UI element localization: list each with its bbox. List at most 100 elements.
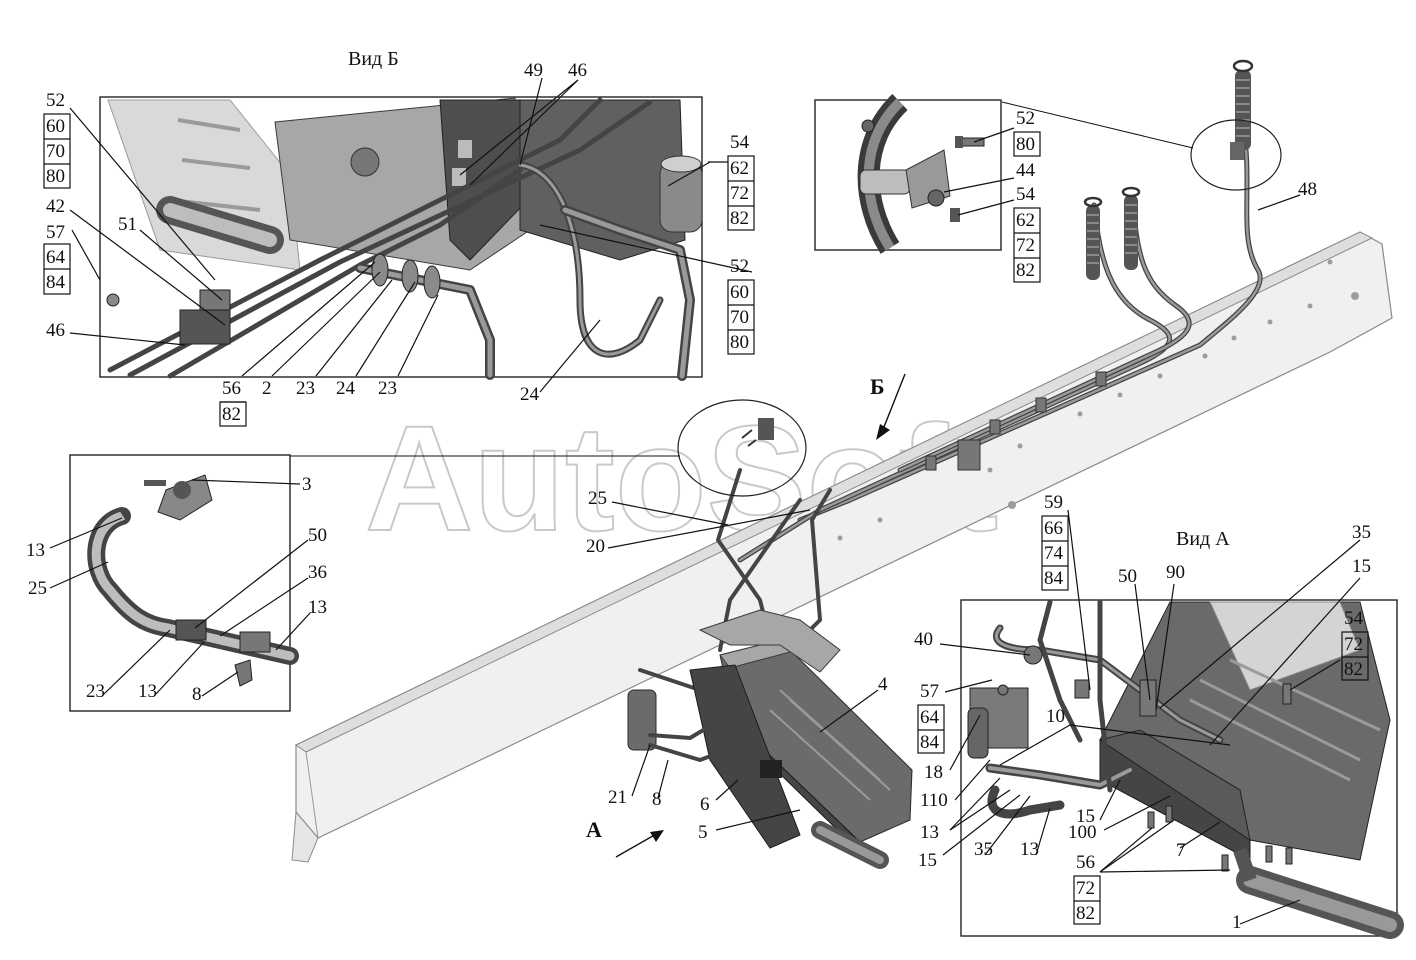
callout-main-21: 21 — [608, 787, 627, 808]
detail-bracket-box — [814, 94, 1002, 254]
callout-cl-50: 50 — [308, 525, 327, 546]
callout-cl-23: 23 — [86, 681, 105, 702]
view-b-box — [99, 96, 703, 381]
callout-main-20: 20 — [586, 536, 605, 557]
callout-main-84: 84 — [1044, 568, 1064, 589]
view-a-box — [960, 599, 1404, 939]
callout-va-100: 100 — [1068, 822, 1097, 843]
callout-vb-80: 80 — [46, 166, 65, 187]
callout-main-59: 59 — [1044, 492, 1063, 513]
arrow-a-label: А — [586, 817, 602, 842]
callout-vb-72: 72 — [730, 183, 749, 204]
callout-va-18: 18 — [924, 762, 943, 783]
callout-main-66: 66 — [1044, 518, 1063, 539]
callout-vb-84: 84 — [46, 272, 66, 293]
callout-vb-60: 60 — [46, 116, 65, 137]
callout-vb-64: 64 — [46, 247, 66, 268]
callout-vb-46-left: 46 — [46, 320, 65, 341]
callout-va-82: 82 — [1344, 659, 1363, 680]
callout-cl-25: 25 — [28, 578, 47, 599]
callout-vb-56: 56 — [222, 378, 241, 399]
callout-va-40: 40 — [914, 629, 933, 650]
callout-va-54: 54 — [1344, 608, 1364, 629]
callout-main-25: 25 — [588, 488, 607, 509]
callout-vb-54: 54 — [730, 132, 750, 153]
callout-cl-36: 36 — [308, 562, 327, 583]
callout-va-90: 90 — [1166, 562, 1185, 583]
detail-circle-top — [1001, 101, 1282, 191]
callout-vb-46-top: 46 — [568, 60, 587, 81]
spiral-ends — [1086, 70, 1251, 280]
arrow-b-label: Б — [870, 374, 885, 399]
callout-va-1: 1 — [1232, 912, 1242, 933]
callout-va-7: 7 — [1176, 840, 1186, 861]
view-a-title: Вид А — [1176, 528, 1230, 550]
callout-va-56: 56 — [1076, 852, 1095, 873]
callout-vb-60b: 60 — [730, 282, 749, 303]
callout-dt-54: 54 — [1016, 184, 1036, 205]
callout-va-35a: 35 — [1352, 522, 1371, 543]
view-b-title: Вид Б — [348, 48, 399, 70]
callout-vb-70b: 70 — [730, 307, 749, 328]
callout-main-4: 4 — [878, 674, 888, 695]
callout-va-72: 72 — [1344, 634, 1363, 655]
callout-vb-62: 62 — [730, 158, 749, 179]
callout-vb-51: 51 — [118, 214, 137, 235]
callout-dt-44: 44 — [1016, 160, 1036, 181]
clip-detail-box — [69, 454, 299, 712]
callout-vb-82-bottom: 82 — [222, 404, 241, 425]
callout-vb-52b: 52 — [730, 256, 749, 277]
callout-va-84: 84 — [920, 732, 940, 753]
callout-main-6: 6 — [700, 794, 710, 815]
callout-vb-57: 57 — [46, 222, 65, 243]
callout-vb-52: 52 — [46, 90, 65, 111]
callout-vb-49: 49 — [524, 60, 543, 81]
callouts-bracket-detail: 52 80 44 54 62 72 82 — [1013, 108, 1041, 283]
callouts-view-b: 52 60 70 80 42 57 64 84 46 51 49 46 54 6… — [43, 60, 755, 427]
callout-vb-42: 42 — [46, 196, 65, 217]
callout-dt-62: 62 — [1016, 210, 1035, 231]
arrow-a — [615, 830, 664, 858]
callout-va-35b: 35 — [974, 839, 993, 860]
callout-main-8: 8 — [652, 789, 662, 810]
callout-va-15a: 15 — [1352, 556, 1371, 577]
callout-main-5: 5 — [698, 822, 708, 843]
callout-cl-3: 3 — [302, 474, 312, 495]
callout-vb-23a: 23 — [296, 378, 315, 399]
callout-cl-13b: 13 — [308, 597, 327, 618]
callout-va-10: 10 — [1046, 706, 1065, 727]
callout-va-50: 50 — [1118, 566, 1137, 587]
callout-va-57: 57 — [920, 681, 939, 702]
callout-main-48: 48 — [1298, 179, 1317, 200]
callout-va-13b: 13 — [1020, 839, 1039, 860]
callout-vb-80b: 80 — [730, 332, 749, 353]
callout-va-72b: 72 — [1076, 878, 1095, 899]
callout-main-74: 74 — [1044, 543, 1064, 564]
leader-lines — [49, 77, 1361, 925]
callout-va-15c: 15 — [1076, 806, 1095, 827]
callouts-clip-detail: 3 13 25 50 36 13 23 13 8 — [26, 474, 327, 705]
callout-dt-80: 80 — [1016, 134, 1035, 155]
callout-vb-23b: 23 — [378, 378, 397, 399]
callout-cl-13a: 13 — [26, 540, 45, 561]
callout-vb-82: 82 — [730, 208, 749, 229]
callout-va-15b: 15 — [918, 850, 937, 871]
callout-va-82b: 82 — [1076, 903, 1095, 924]
callout-dt-52: 52 — [1016, 108, 1035, 129]
callout-vb-24a: 24 — [336, 378, 356, 399]
callout-dt-72: 72 — [1016, 235, 1035, 256]
callout-va-64: 64 — [920, 707, 940, 728]
callout-va-13a: 13 — [920, 822, 939, 843]
detail-circle-main — [290, 399, 807, 497]
callouts-main: 48 25 20 4 21 8 6 5 59 66 74 84 — [586, 179, 1317, 843]
callout-vb-2: 2 — [262, 378, 272, 399]
callout-dt-82: 82 — [1016, 260, 1035, 281]
callouts-view-a: 35 15 50 90 54 72 82 40 57 64 84 10 18 1… — [914, 522, 1371, 933]
callout-va-110: 110 — [920, 790, 948, 811]
callout-cl-13c: 13 — [138, 681, 157, 702]
heater-main — [627, 609, 913, 869]
arrow-b — [876, 373, 906, 440]
callout-cl-8: 8 — [192, 684, 202, 705]
callout-vb-24b: 24 — [520, 384, 540, 405]
